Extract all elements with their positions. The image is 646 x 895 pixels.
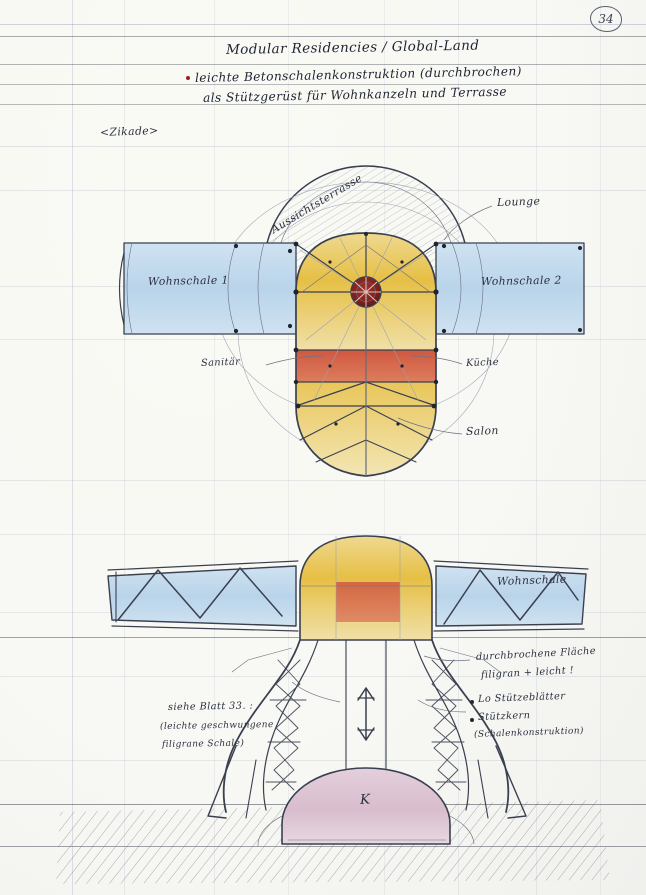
plan-label-sanitary: Sanitär — [200, 356, 241, 369]
note-left-line-1: siehe Blatt 33. : — [167, 700, 254, 713]
plan-label-salon: Salon — [465, 423, 499, 438]
plan-label-lounge: Lounge — [496, 194, 541, 209]
plan-label-pod-right: Wohnschale 2 — [480, 273, 562, 288]
section-core-mass — [299, 535, 433, 641]
section-label-core: K — [359, 791, 371, 808]
bullet-marker-2 — [470, 718, 474, 722]
section-view — [56, 535, 610, 884]
plan-label-pod-left: Wohnschale 1 — [147, 273, 229, 288]
plan-view — [118, 165, 585, 477]
bullet-marker-1 — [470, 700, 474, 704]
plan-pod-right — [435, 242, 585, 335]
section-wing-left — [107, 560, 299, 632]
section-circulation-shaft — [345, 639, 387, 793]
page-number: 34 — [590, 6, 622, 32]
bullet-marker-red — [186, 76, 190, 80]
plan-leaders — [265, 205, 493, 435]
section-shell-legs — [207, 639, 527, 819]
note-left-line-2: (leichte geschwungene — [159, 720, 274, 732]
plan-central-body — [293, 232, 439, 477]
section-core-dome — [281, 767, 451, 845]
section-label-pod: Wohnschale — [496, 572, 567, 588]
plan-label-kitchen: Küche — [465, 356, 500, 369]
note-left-line-3: filigrane Schale) — [161, 738, 245, 750]
section-wing-right — [433, 560, 589, 632]
note-right-bullet-2: Stützkern — [477, 710, 531, 723]
section-leaders — [291, 655, 471, 713]
plan-pod-left — [118, 242, 297, 335]
